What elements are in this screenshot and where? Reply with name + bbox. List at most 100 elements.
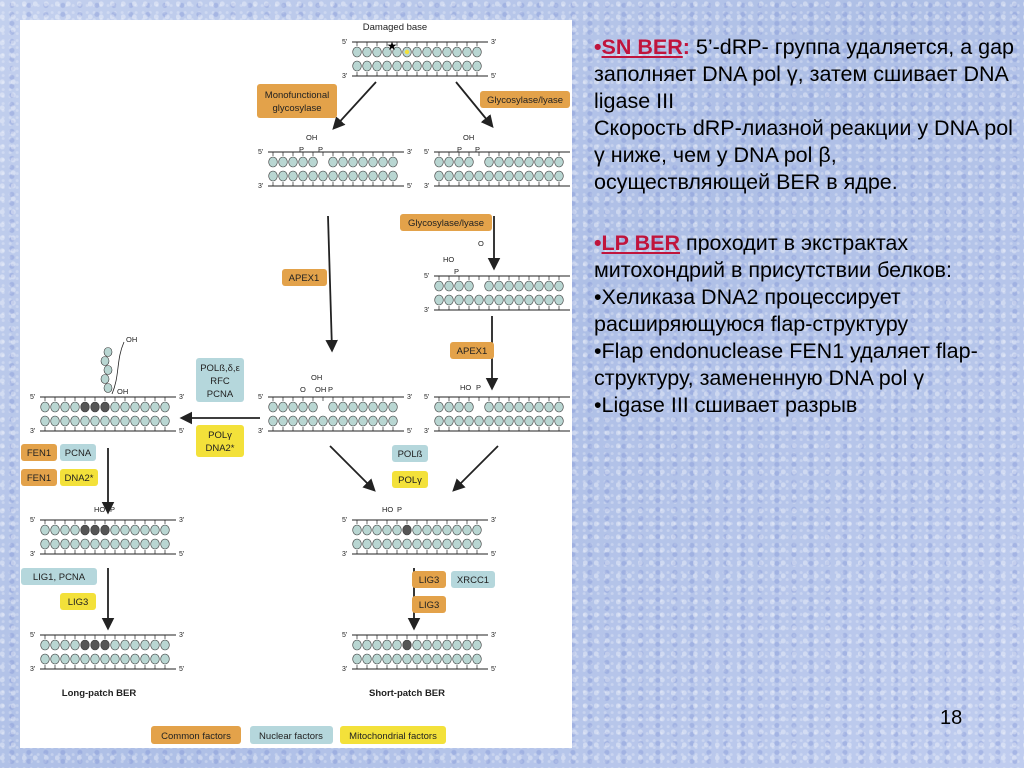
dna-ligated-short-base — [472, 639, 482, 651]
dna-damaged-base — [382, 46, 392, 58]
dna-damaged-base — [462, 46, 472, 58]
dna-ap-site-right-5prime: 5' — [424, 149, 429, 156]
dna-ligated-long-base — [40, 639, 50, 651]
dna-ligated-long-base — [160, 639, 170, 651]
dna-flap-long-base — [70, 401, 80, 413]
dna-incised-left-3prime-bottom: 3' — [258, 428, 263, 435]
lp-ber-body: проходит в экстрактах митохондрий в прис… — [594, 231, 952, 282]
dna-ligated-short-base — [392, 639, 402, 651]
dna-nick-long-base — [100, 538, 110, 550]
dna-ap-site-left: 5'3'3'5' — [258, 149, 412, 190]
dna-flap-long-5prime-bottom: 5' — [179, 428, 184, 435]
dna-damaged-base — [422, 60, 432, 72]
dna-ligated-long-base — [100, 653, 110, 665]
dna-ap-site-left-base — [328, 170, 338, 182]
svg-text:Mitochondrial factors: Mitochondrial factors — [349, 731, 437, 742]
dna-flap-long-base — [60, 401, 70, 413]
dna-incised-left-base — [388, 415, 398, 427]
svg-text:DNA2*: DNA2* — [64, 473, 93, 484]
dna-ap-site-right-base — [464, 156, 474, 168]
dna-nick-short-base — [432, 524, 442, 536]
dna-flap-long-base — [160, 415, 170, 427]
dna-nick-short-base — [362, 524, 372, 536]
paragraph-gap — [594, 196, 1018, 230]
dna-ligated-short-3prime-bottom: 3' — [342, 666, 347, 673]
dna-ligated-short-base — [462, 639, 472, 651]
svg-text:POLß: POLß — [398, 449, 423, 460]
chem-ho-4: HO — [382, 505, 393, 514]
dna-nick-long-base — [50, 524, 60, 536]
dna-nicked-right-base — [444, 401, 454, 413]
dna-ligated-long-base — [160, 653, 170, 665]
dna-ap-site-right-base — [454, 156, 464, 168]
dna-ap-site-right-base — [534, 156, 544, 168]
sn-bullet: • — [594, 35, 602, 59]
legend-common-factors: Common factors — [151, 726, 241, 744]
dna-incised-left-base — [368, 401, 378, 413]
dna-incised-left-5prime-bottom: 5' — [407, 428, 412, 435]
short-patch-ber-label: Short-patch BER — [369, 688, 445, 699]
dna-ap-site-right-base — [504, 170, 514, 182]
dna-nick-long-base — [110, 524, 120, 536]
svg-text:Glycosylase/lyase: Glycosylase/lyase — [408, 218, 484, 229]
svg-text:POLγ: POLγ — [398, 475, 422, 486]
dna-ligated-short-base — [382, 653, 392, 665]
chem-oh-2: OH — [463, 133, 474, 142]
dna-nicked-right-base — [504, 401, 514, 413]
dna-flap-long-base — [110, 401, 120, 413]
dna-ap-site-left-base — [348, 156, 358, 168]
dna-damaged-base — [432, 60, 442, 72]
dna-ligated-long-base — [90, 639, 100, 651]
dna-incised-left-base — [358, 415, 368, 427]
svg-text:DNA2*: DNA2* — [205, 443, 234, 454]
lp-item-fen1: •Flap endonuclease FEN1 удаляет flap-стр… — [594, 339, 978, 390]
dna-ap-site-right-base — [524, 170, 534, 182]
dna-ligated-short-3prime: 3' — [491, 632, 496, 639]
dna-lyase-product-5prime: 5' — [424, 273, 429, 280]
dna-lyase-product-base — [554, 294, 564, 306]
dna-ligated-long-base — [80, 653, 90, 665]
dna-nicked-right-base — [484, 401, 494, 413]
dna-nick-short-base — [422, 524, 432, 536]
dna-nick-long-base — [90, 524, 100, 536]
dna-nick-long-base — [80, 538, 90, 550]
dna-nicked-right-5prime: 5' — [424, 394, 429, 401]
svg-text:FEN1: FEN1 — [27, 448, 51, 459]
dna-incised-left-base — [338, 415, 348, 427]
dna-flap-long-base — [40, 401, 50, 413]
dna-ligated-long-3prime-bottom: 3' — [30, 666, 35, 673]
dna-ligated-long-base — [50, 639, 60, 651]
chem-oh-5: OH — [117, 387, 128, 396]
dna-nicked-right-base — [514, 401, 524, 413]
sn-ber-title: SN BER — [601, 35, 683, 59]
apex1-box-right: APEX1 — [450, 342, 494, 359]
dna-ap-site-left-base — [318, 170, 328, 182]
dna-nicked-right-base — [434, 401, 444, 413]
monofunctional-glycosylase-box: Monofunctional glycosylase — [257, 84, 337, 118]
svg-text:POLγ: POLγ — [208, 430, 232, 441]
chem-ho-3: HO — [94, 505, 105, 514]
svg-text:Common factors: Common factors — [161, 731, 231, 742]
dna-nick-short-base — [372, 524, 382, 536]
dna-nick-long-base — [140, 538, 150, 550]
ber-pathway-figure: 5'3'3'5'5'3'3'5'5'3'3'5'5'3'3'5'5'3'3'5'… — [20, 20, 572, 748]
dna-incised-left-3prime: 3' — [407, 394, 412, 401]
dna-ap-site-left-base — [288, 156, 298, 168]
dna-damaged-base — [422, 46, 432, 58]
dna-flap-long-base — [120, 401, 130, 413]
dna-nick-long-base — [140, 524, 150, 536]
svg-text:LIG3: LIG3 — [68, 597, 89, 608]
dna-flap-long-5prime: 5' — [30, 394, 35, 401]
dna-nicked-right-base — [484, 415, 494, 427]
chem-p-8: P — [110, 505, 115, 514]
dna-lyase-product-base — [464, 280, 474, 292]
svg-text:LIG3: LIG3 — [419, 600, 440, 611]
dna-damaged-base — [442, 46, 452, 58]
dna-ligated-long: 5'3'3'5' — [30, 632, 184, 673]
dna-lyase-product-base — [524, 280, 534, 292]
dna-ligated-long-base — [70, 653, 80, 665]
dna-ligated-short-base — [352, 639, 362, 651]
dna-ap-site-left-base — [278, 170, 288, 182]
dna-nick-short-base — [442, 524, 452, 536]
